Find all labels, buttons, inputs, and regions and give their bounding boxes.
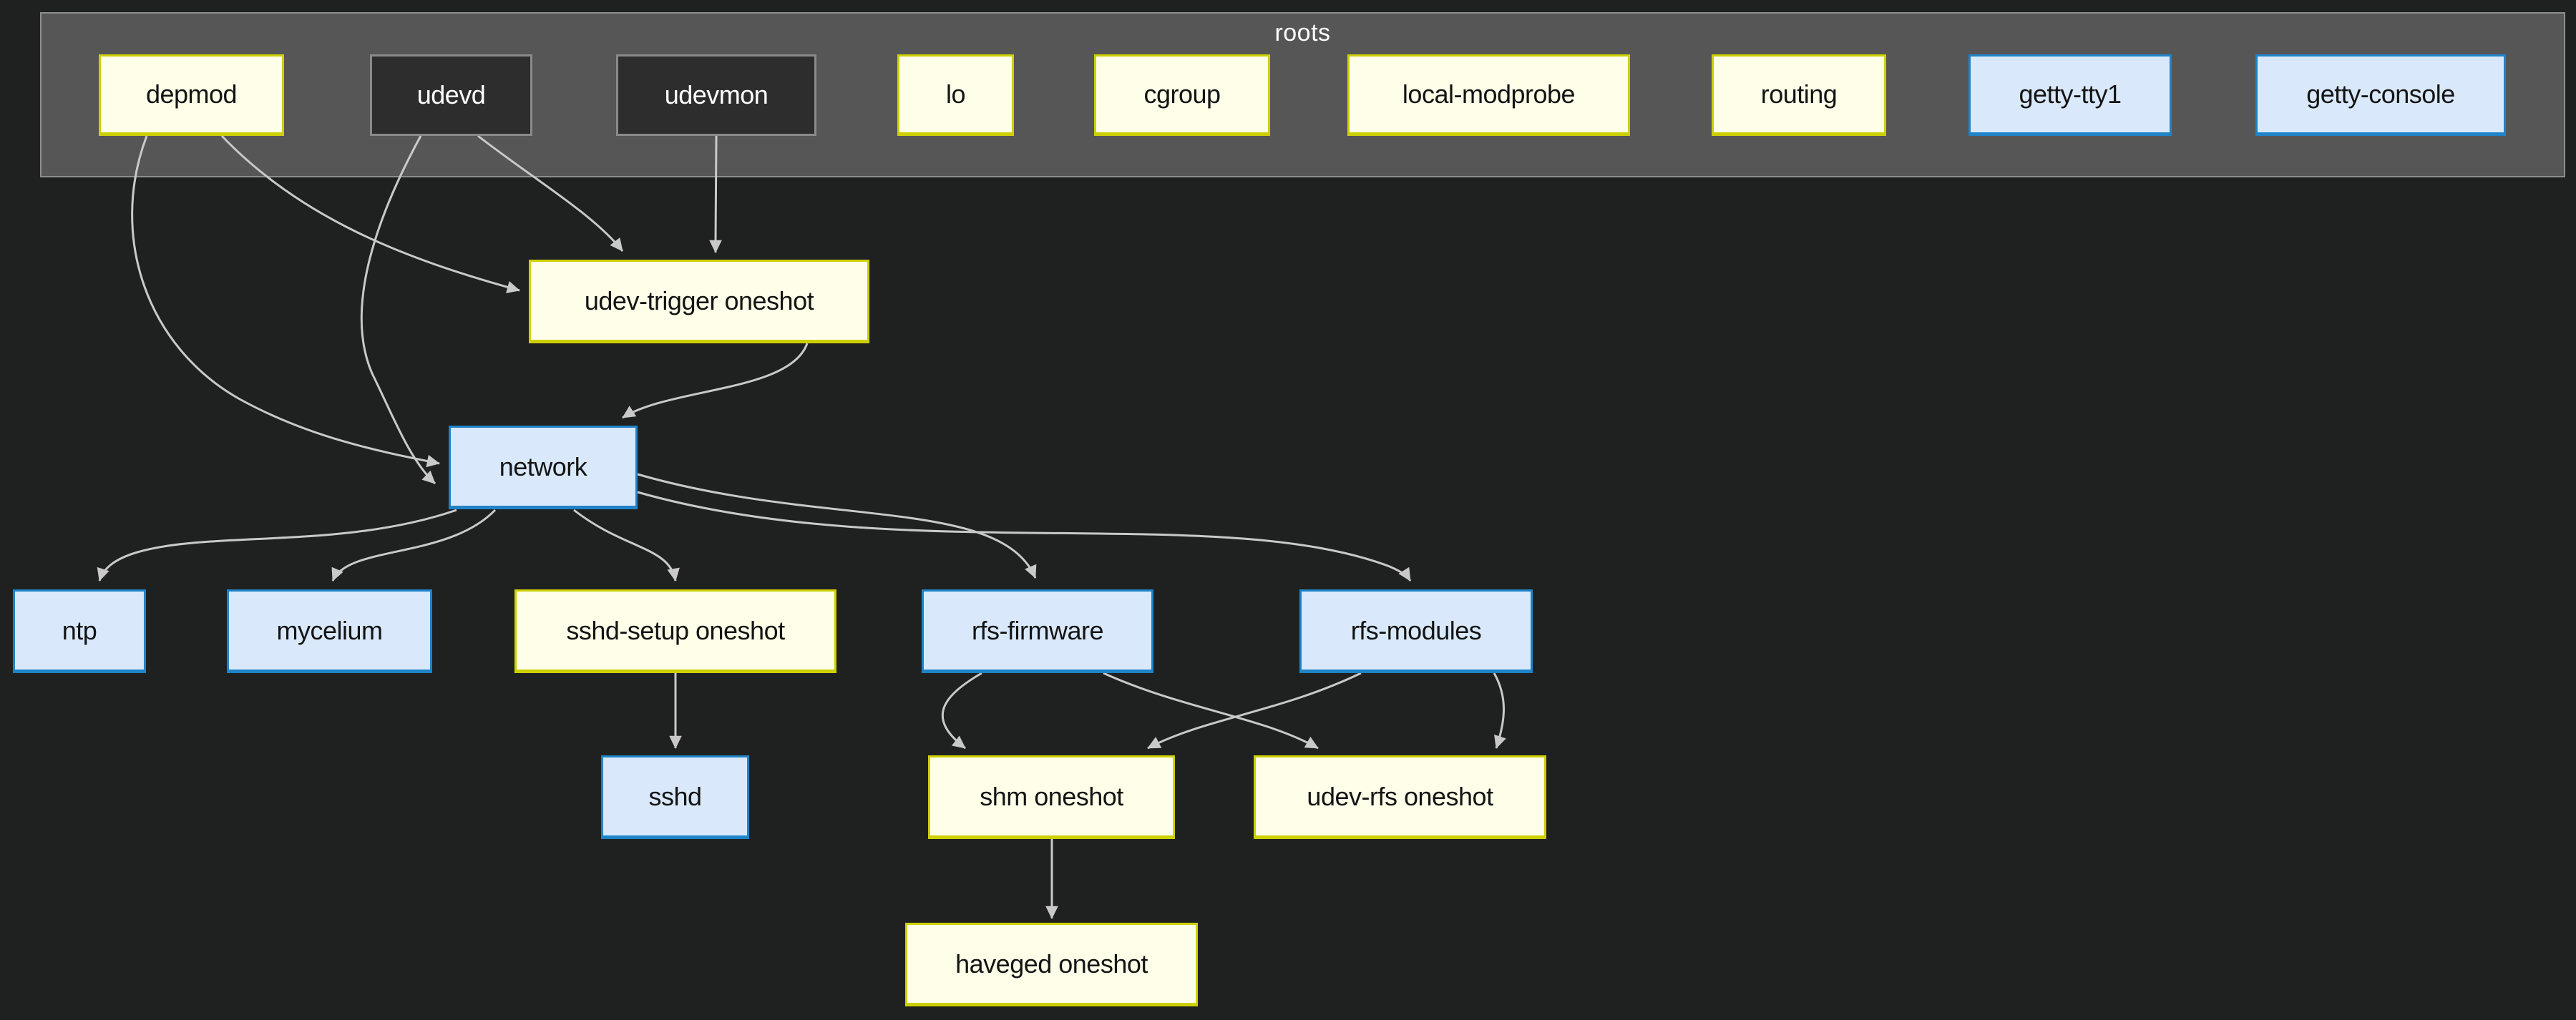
node-label-haveged: haveged oneshot — [955, 948, 1148, 979]
node-label-local-modprobe: local-modprobe — [1402, 79, 1576, 109]
node-label-ntp: ntp — [62, 615, 97, 645]
node-label-udev-trigger: udev-trigger oneshot — [584, 285, 814, 315]
edge-depmod-network — [131, 135, 440, 468]
node-depmod: depmod — [99, 54, 284, 136]
node-getty-console: getty-console — [2255, 54, 2506, 136]
node-lo: lo — [897, 54, 1014, 136]
edge-network-rfs-modules — [637, 491, 1412, 582]
node-label-lo: lo — [945, 79, 966, 109]
node-udevd: udevd — [370, 54, 532, 136]
node-label-depmod: depmod — [145, 79, 238, 109]
edge-udevd-udev-trigger — [477, 134, 624, 252]
node-label-routing: routing — [1760, 79, 1838, 109]
node-mycelium: mycelium — [227, 589, 432, 673]
node-network: network — [449, 426, 638, 509]
node-sshd-setup: sshd-setup oneshot — [514, 589, 836, 673]
edge-network-mycelium — [331, 509, 497, 582]
edge-network-rfs-firmware — [637, 473, 1037, 579]
node-label-sshd-setup: sshd-setup oneshot — [566, 615, 785, 645]
node-local-modprobe: local-modprobe — [1347, 54, 1630, 136]
node-ntp: ntp — [13, 589, 146, 673]
node-rfs-firmware: rfs-firmware — [922, 589, 1153, 673]
edge-rfs-modules-udev-rfs — [1493, 672, 1506, 749]
node-haveged: haveged oneshot — [905, 923, 1198, 1006]
node-label-mycelium: mycelium — [276, 615, 383, 645]
edge-udevd-network — [360, 135, 436, 485]
edge-depmod-udev-trigger — [220, 134, 520, 293]
node-sshd: sshd — [601, 755, 749, 839]
edge-network-sshd-setup — [573, 509, 680, 582]
node-label-shm: shm oneshot — [980, 781, 1123, 811]
node-label-cgroup: cgroup — [1143, 79, 1221, 109]
node-routing: routing — [1712, 54, 1886, 136]
node-label-udev-rfs: udev-rfs oneshot — [1307, 781, 1493, 811]
node-cgroup: cgroup — [1094, 54, 1270, 136]
node-shm: shm oneshot — [928, 755, 1175, 839]
roots-cluster-label: roots — [1274, 19, 1331, 46]
node-udev-trigger: udev-trigger oneshot — [529, 260, 869, 343]
node-label-network: network — [499, 451, 587, 481]
node-udev-rfs: udev-rfs oneshot — [1254, 755, 1546, 839]
node-label-sshd: sshd — [648, 781, 702, 811]
edge-rfs-firmware-udev-rfs — [1103, 672, 1319, 750]
node-label-getty-tty1: getty-tty1 — [2019, 79, 2122, 109]
node-getty-tty1: getty-tty1 — [1968, 54, 2172, 136]
edge-rfs-modules-shm — [1147, 672, 1362, 750]
node-label-udevmon: udevmon — [664, 80, 769, 109]
node-udevmon: udevmon — [616, 54, 816, 136]
node-label-udevd: udevd — [416, 80, 486, 109]
node-label-rfs-firmware: rfs-firmware — [972, 615, 1103, 645]
node-rfs-modules: rfs-modules — [1299, 589, 1533, 673]
edge-rfs-firmware-shm — [941, 672, 982, 750]
node-label-getty-console: getty-console — [2306, 79, 2455, 109]
edge-udev-trigger-network — [622, 343, 809, 419]
edge-network-ntp — [97, 509, 457, 582]
node-label-rfs-modules: rfs-modules — [1350, 615, 1482, 645]
